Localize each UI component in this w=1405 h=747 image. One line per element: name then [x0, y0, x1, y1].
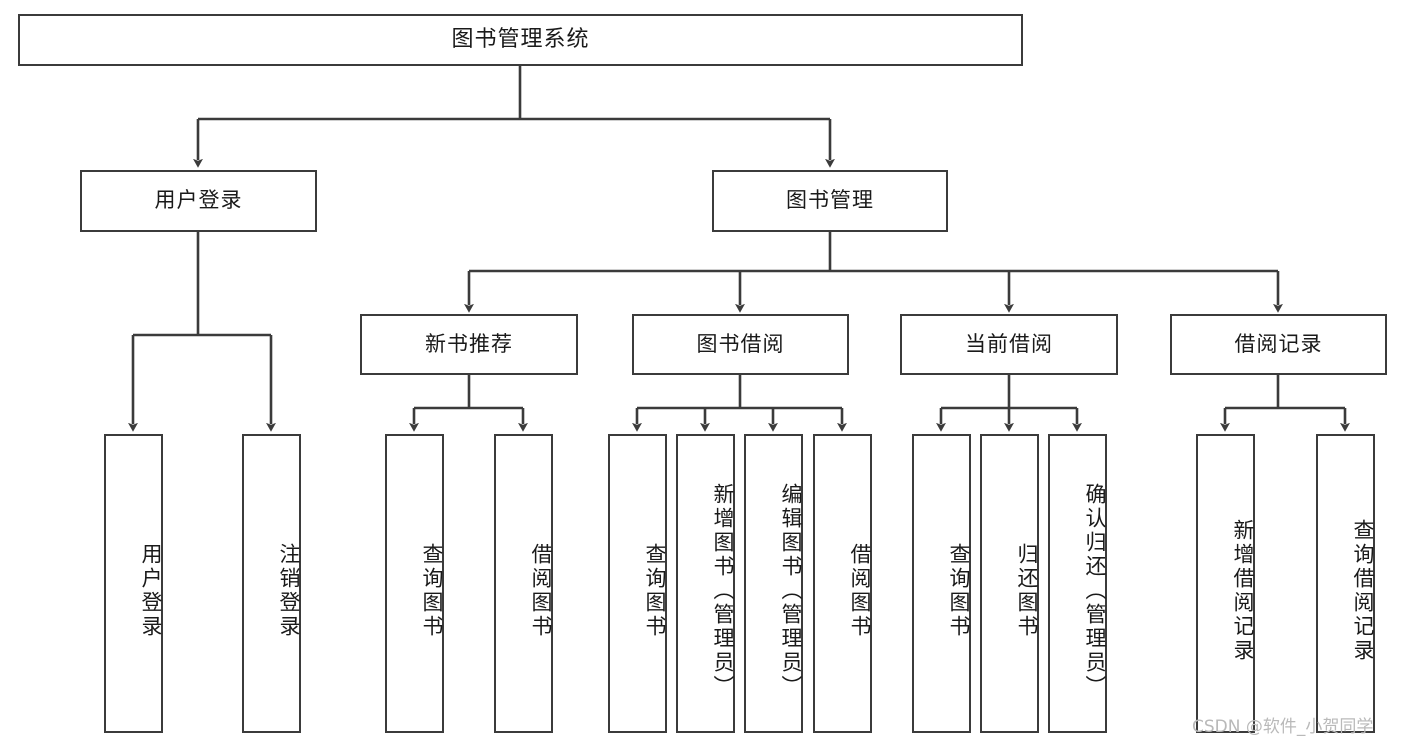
- leaf-borrow-query-book[interactable]: 查询图书: [608, 434, 667, 733]
- leaf-current-query-book[interactable]: 查询图书: [912, 434, 971, 733]
- node-book-management[interactable]: 图书管理: [712, 170, 948, 232]
- node-new-book-recommend[interactable]: 新书推荐: [360, 314, 578, 375]
- node-book-borrow[interactable]: 图书借阅: [632, 314, 849, 375]
- leaf-record-query-record[interactable]: 查询借阅记录: [1316, 434, 1375, 733]
- leaf-user-login-logout[interactable]: 注销登录: [242, 434, 301, 733]
- watermark: CSDN @软件_小贺同学: [1192, 717, 1374, 737]
- leaf-user-login-login[interactable]: 用户登录: [104, 434, 163, 733]
- leaf-current-return-book[interactable]: 归还图书: [980, 434, 1039, 733]
- leaf-borrow-edit-book-admin[interactable]: 编辑图书（管理员）: [744, 434, 803, 733]
- node-borrow-record[interactable]: 借阅记录: [1170, 314, 1387, 375]
- leaf-record-add-record[interactable]: 新增借阅记录: [1196, 434, 1255, 733]
- node-root-system[interactable]: 图书管理系统: [18, 14, 1023, 66]
- leaf-recommend-query-book[interactable]: 查询图书: [385, 434, 444, 733]
- leaf-borrow-add-book-admin[interactable]: 新增图书（管理员）: [676, 434, 735, 733]
- leaf-current-confirm-return-admin[interactable]: 确认归还（管理员）: [1048, 434, 1107, 733]
- node-current-borrow[interactable]: 当前借阅: [900, 314, 1118, 375]
- leaf-recommend-borrow-book[interactable]: 借阅图书: [494, 434, 553, 733]
- node-user-login[interactable]: 用户登录: [80, 170, 317, 232]
- leaf-borrow-borrow-book[interactable]: 借阅图书: [813, 434, 872, 733]
